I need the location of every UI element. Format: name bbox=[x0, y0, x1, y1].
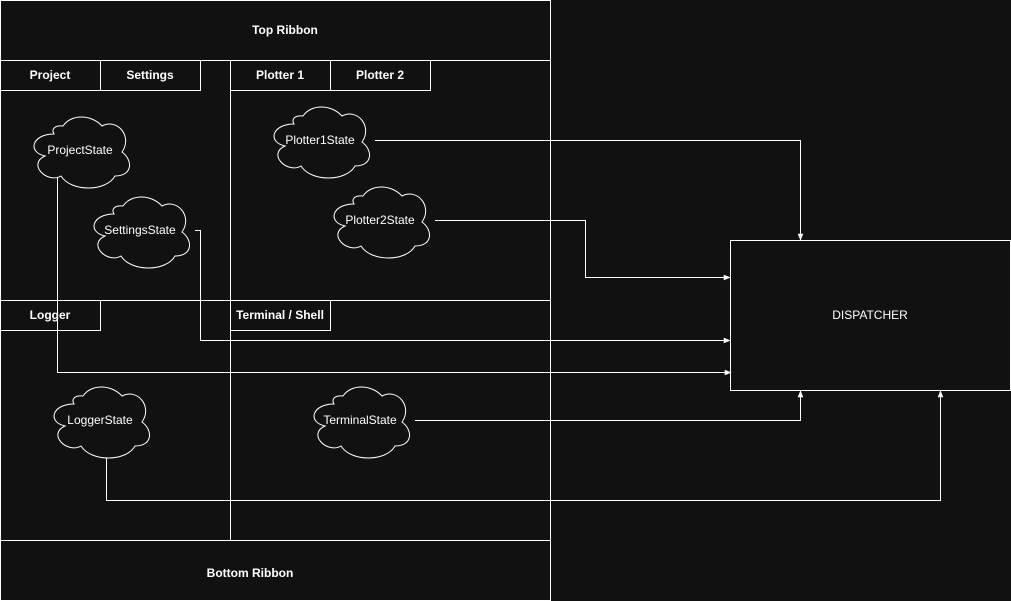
connector-plotter2-to-dispatcher bbox=[435, 220, 731, 281]
tab-terminal-shell-label: Terminal / Shell bbox=[236, 308, 324, 322]
tab-plotter-1[interactable]: Plotter 1 bbox=[230, 60, 331, 91]
connector-project-to-dispatcher bbox=[57, 175, 732, 376]
logger-state-label: LoggerState bbox=[67, 413, 133, 427]
bottom-ribbon: Bottom Ribbon bbox=[0, 540, 551, 580]
tab-settings-label: Settings bbox=[126, 68, 174, 82]
tab-project[interactable]: Project bbox=[0, 60, 101, 91]
plotter2-state-cloud: Plotter2State bbox=[333, 186, 431, 259]
tab-plotter-2[interactable]: Plotter 2 bbox=[330, 60, 431, 91]
project-state-cloud: ProjectState bbox=[33, 116, 131, 189]
connector-terminal-to-dispatcher bbox=[415, 390, 804, 421]
connector-settings-to-dispatcher bbox=[195, 230, 731, 344]
tab-project-label: Project bbox=[30, 68, 71, 82]
bottom-ribbon-label: Bottom Ribbon bbox=[207, 566, 294, 580]
connectors bbox=[57, 140, 944, 501]
dispatcher-label: DISPATCHER bbox=[832, 308, 908, 322]
dispatcher-box: DISPATCHER bbox=[730, 240, 1011, 391]
connector-logger-to-dispatcher bbox=[106, 390, 944, 501]
plotter1-state-cloud: Plotter1State bbox=[273, 106, 371, 179]
settings-state-cloud: SettingsState bbox=[93, 196, 191, 269]
tab-plotter-1-label: Plotter 1 bbox=[256, 68, 304, 82]
logger-state-cloud: LoggerState bbox=[53, 386, 151, 459]
plotter1-state-label: Plotter1State bbox=[285, 133, 355, 147]
plotter2-state-label: Plotter2State bbox=[345, 213, 415, 227]
settings-state-label: SettingsState bbox=[104, 223, 176, 237]
tab-settings[interactable]: Settings bbox=[100, 60, 201, 91]
tab-logger[interactable]: Logger bbox=[0, 300, 101, 331]
terminal-state-label: TerminalState bbox=[323, 413, 397, 427]
connector-plotter1-to-dispatcher bbox=[375, 140, 804, 241]
tab-plotter-2-label: Plotter 2 bbox=[356, 68, 404, 82]
tab-logger-label: Logger bbox=[30, 308, 71, 322]
top-ribbon-label: Top Ribbon bbox=[252, 23, 318, 37]
project-state-label: ProjectState bbox=[47, 143, 113, 157]
top-ribbon: Top Ribbon bbox=[0, 23, 551, 61]
tab-terminal-shell[interactable]: Terminal / Shell bbox=[230, 300, 331, 331]
terminal-state-cloud: TerminalState bbox=[313, 386, 411, 459]
